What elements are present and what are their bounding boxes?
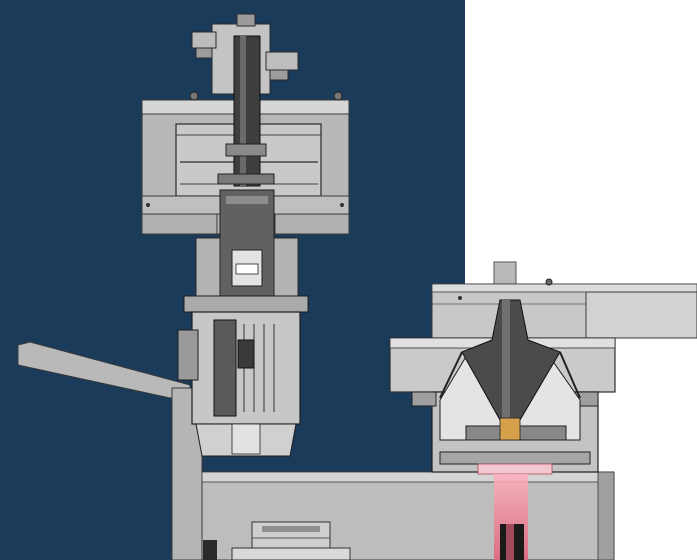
drive-shaft-column — [195, 189, 299, 301]
motor-assembly-upper — [191, 13, 299, 187]
foot-block-right — [597, 471, 615, 560]
gear-motor — [177, 295, 309, 457]
discharge-column — [477, 463, 553, 560]
separator-hood — [389, 261, 697, 393]
base-coupling — [231, 521, 351, 560]
foot-block-left — [203, 540, 217, 560]
